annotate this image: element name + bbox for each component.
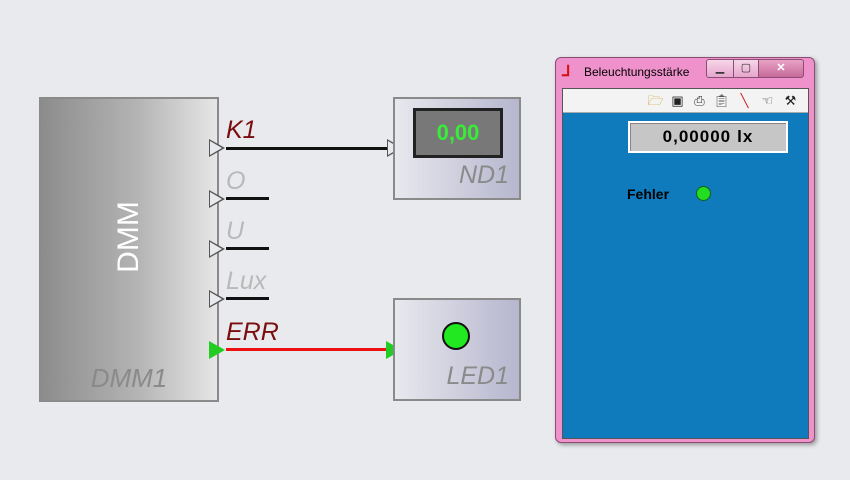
- wire-k1-nd1: [226, 147, 390, 150]
- open-folder-icon[interactable]: 🗁: [647, 93, 664, 108]
- led1-lamp: [442, 322, 470, 350]
- paste-icon[interactable]: 📋︎: [713, 93, 730, 108]
- led1-block[interactable]: LED1: [393, 298, 521, 401]
- probe-icon[interactable]: ╲: [740, 93, 749, 108]
- nd1-block[interactable]: 0,00 ND1: [393, 97, 521, 200]
- hand-icon[interactable]: ☜: [761, 93, 774, 108]
- port-k1-label: K1: [226, 116, 257, 144]
- port-u-label: U: [226, 217, 245, 245]
- window-title: Beleuchtungsstärke: [584, 65, 690, 79]
- port-u-stub: [226, 247, 269, 250]
- toolbar: 🗁 ▣ ⎙ 📋︎ ╲ ☜ ⚒: [563, 89, 808, 113]
- led1-name: LED1: [446, 362, 509, 390]
- port-lux-label: Lux: [226, 267, 267, 295]
- port-o-label: O: [226, 167, 246, 195]
- maximize-icon: ▢: [740, 62, 752, 74]
- minimize-button[interactable]: ▁: [706, 59, 734, 78]
- window-client-area: 🗁 ▣ ⎙ 📋︎ ╲ ☜ ⚒ 0,00000 lx Fehler: [562, 88, 809, 439]
- close-button[interactable]: ✕: [758, 59, 804, 78]
- print-icon[interactable]: ⎙: [694, 93, 705, 108]
- minimize-icon: ▁: [715, 62, 725, 74]
- tools-icon[interactable]: ⚒: [784, 93, 797, 108]
- port-lux-stub: [226, 297, 269, 300]
- port-err-connector[interactable]: [209, 341, 225, 359]
- lux-display: 0,00000 lx: [628, 121, 788, 153]
- app-logo-icon: ⅃: [562, 63, 571, 80]
- nd1-display: 0,00: [413, 108, 503, 158]
- port-o-stub: [226, 197, 269, 200]
- measurement-window[interactable]: ⅃ Beleuchtungsstärke ▁ ▢ ✕ 🗁 ▣ ⎙ 📋︎ ╲ ☜ …: [555, 57, 815, 443]
- save-icon[interactable]: ▣: [671, 93, 684, 108]
- lux-value: 0,00000: [662, 127, 732, 146]
- lux-unit: lx: [737, 127, 754, 146]
- port-err-label: ERR: [226, 318, 279, 346]
- port-k1-connector[interactable]: [209, 139, 225, 157]
- error-label: Fehler: [627, 186, 670, 202]
- dmm-title: DMM: [112, 201, 145, 273]
- close-icon: ✕: [776, 62, 786, 74]
- port-o-connector[interactable]: [209, 190, 225, 208]
- port-lux-connector[interactable]: [209, 290, 225, 308]
- wire-err-led1: [226, 348, 390, 351]
- error-led: [696, 186, 711, 201]
- dmm-name: DMM1: [90, 363, 168, 393]
- nd1-name: ND1: [458, 161, 509, 189]
- port-u-connector[interactable]: [209, 240, 225, 258]
- maximize-button[interactable]: ▢: [733, 59, 759, 78]
- dmm-block[interactable]: DMM DMM1: [39, 97, 219, 402]
